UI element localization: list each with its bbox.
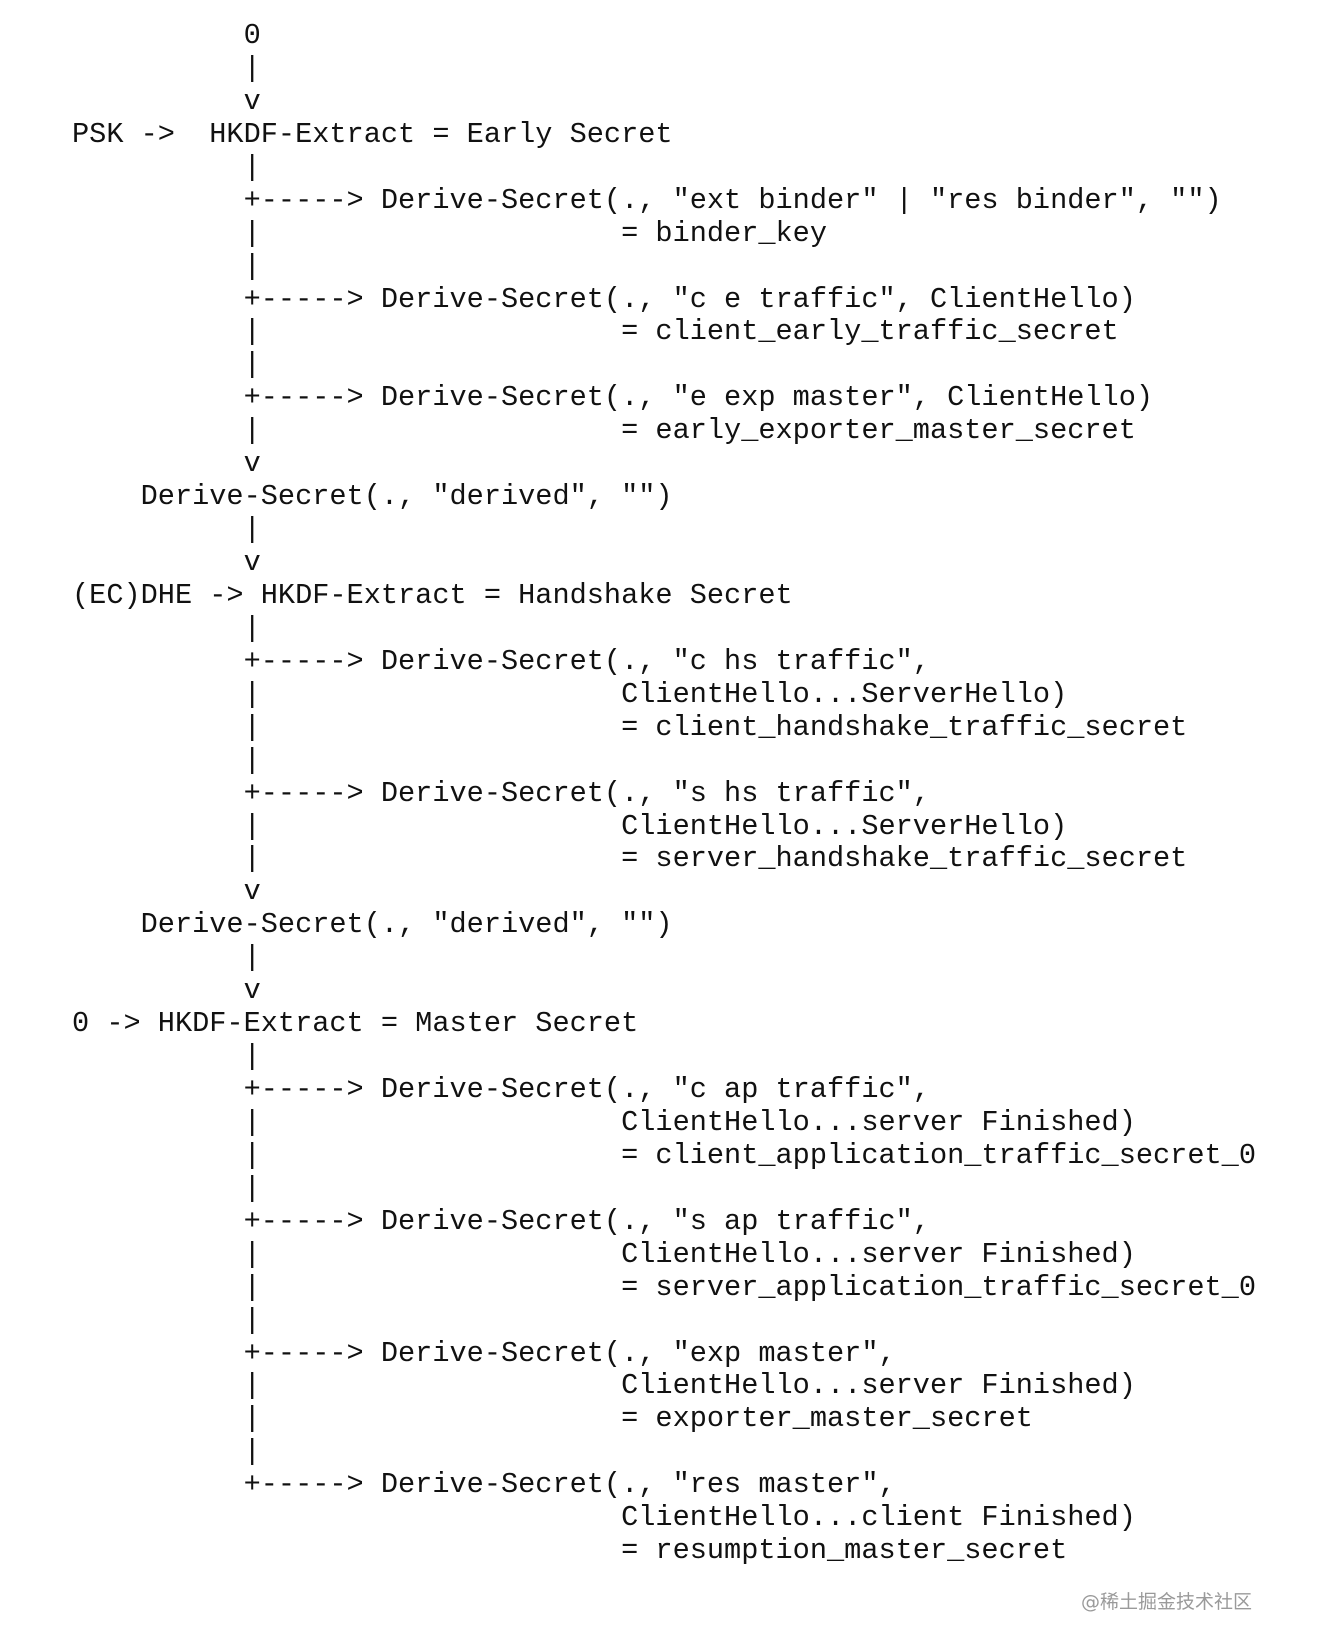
diagram-line: ClientHello...client Finished): [72, 1501, 1136, 1535]
diagram-line: | = exporter_master_secret: [72, 1402, 1033, 1436]
diagram-line: v: [72, 84, 261, 118]
diagram-line: | ClientHello...server Finished): [72, 1237, 1136, 1271]
diagram-line: = resumption_master_secret: [72, 1534, 1068, 1568]
diagram-line: | ClientHello...server Finished): [72, 1369, 1136, 1403]
diagram-line: PSK -> HKDF-Extract = Early Secret: [72, 117, 673, 151]
diagram-line: | ClientHello...server Finished): [72, 1105, 1136, 1139]
diagram-line: | = client_early_traffic_secret: [72, 315, 1119, 349]
diagram-line: +-----> Derive-Secret(., "c hs traffic",: [72, 644, 930, 678]
diagram-line: +-----> Derive-Secret(., "c e traffic", …: [72, 282, 1136, 316]
diagram-line: +-----> Derive-Secret(., "s hs traffic",: [72, 776, 930, 810]
diagram-line: |: [72, 348, 261, 382]
diagram-line: (EC)DHE -> HKDF-Extract = Handshake Secr…: [72, 578, 793, 612]
diagram-line: +-----> Derive-Secret(., "s ap traffic",: [72, 1204, 930, 1238]
diagram-line: |: [72, 150, 261, 184]
diagram-line: |: [72, 1303, 261, 1337]
diagram-line: v: [72, 546, 261, 579]
diagram-line: |: [72, 1435, 261, 1469]
diagram-line: +-----> Derive-Secret(., "exp master",: [72, 1336, 896, 1370]
diagram-line: +-----> Derive-Secret(., "c ap traffic",: [72, 1073, 930, 1106]
diagram-line: |: [72, 743, 261, 777]
diagram-line: |: [72, 513, 261, 547]
diagram-line: |: [72, 249, 261, 283]
diagram-line: v: [72, 974, 261, 1008]
diagram-line: |: [72, 1171, 261, 1205]
diagram-line: | ClientHello...ServerHello): [72, 677, 1068, 711]
diagram-line: +-----> Derive-Secret(., "res master",: [72, 1468, 896, 1502]
diagram-line: +-----> Derive-Secret(., "ext binder" | …: [72, 183, 1222, 217]
diagram-line: v: [72, 875, 261, 909]
diagram-line: |: [72, 1040, 261, 1074]
diagram-line: v: [72, 447, 261, 481]
diagram-line: | = binder_key: [72, 216, 827, 250]
diagram-line: | = early_exporter_master_secret: [72, 414, 1136, 448]
diagram-line: 0: [72, 19, 261, 52]
diagram-line: |: [72, 51, 261, 85]
diagram-line: | = server_application_traffic_secret_0: [72, 1270, 1256, 1304]
diagram-line: | = client_handshake_traffic_secret: [72, 710, 1188, 744]
diagram-line: |: [72, 941, 261, 975]
diagram-line: |: [72, 611, 261, 645]
diagram-line: 0 -> HKDF-Extract = Master Secret: [72, 1007, 639, 1041]
diagram-line: +-----> Derive-Secret(., "e exp master",…: [72, 381, 1154, 415]
watermark: @稀土掘金技术社区: [1080, 1591, 1252, 1613]
diagram-line: | = client_application_traffic_secret_0: [72, 1138, 1256, 1172]
diagram-line: | = server_handshake_traffic_secret: [72, 842, 1188, 876]
diagram-line: Derive-Secret(., "derived", ""): [72, 480, 673, 514]
diagram-line: | ClientHello...ServerHello): [72, 809, 1068, 843]
diagram-line: Derive-Secret(., "derived", ""): [72, 908, 673, 942]
